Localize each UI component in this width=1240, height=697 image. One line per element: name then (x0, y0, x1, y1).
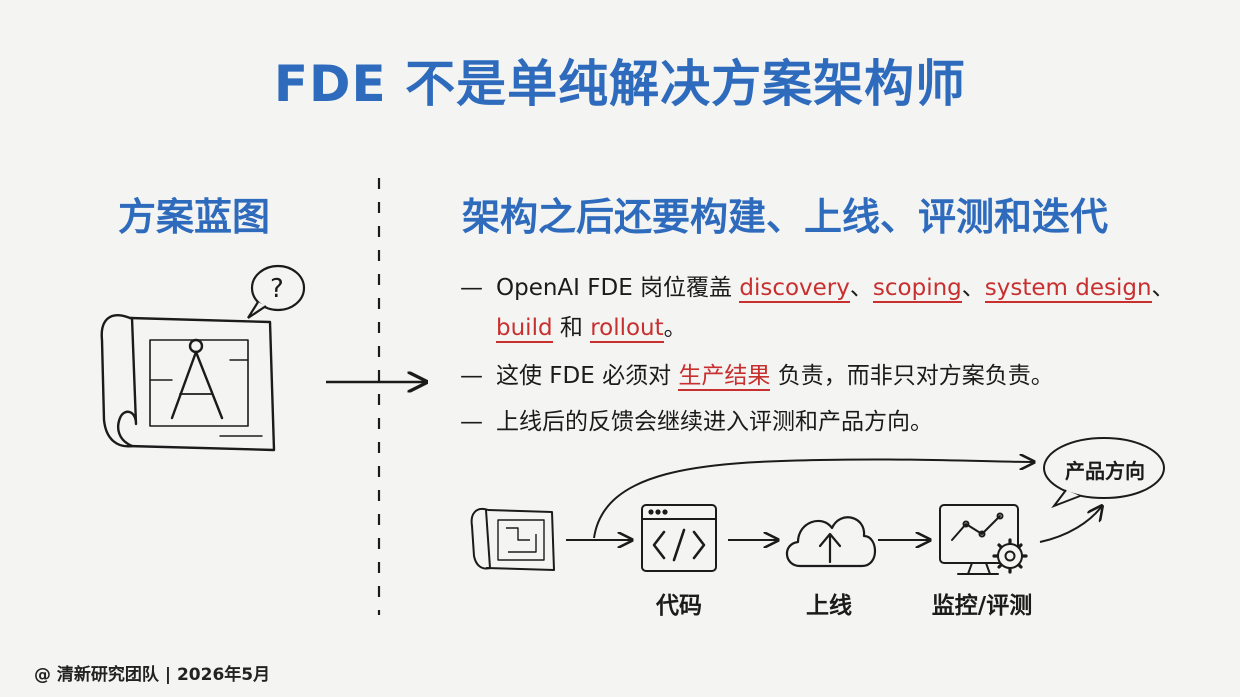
bullet-text: OpenAI FDE 岗位覆盖 (496, 275, 740, 301)
cloud-upload-icon (785, 516, 877, 568)
left-heading-blueprint: 方案蓝图 (118, 195, 271, 239)
bullet-dash: — (460, 275, 483, 301)
blueprint-icon (100, 314, 276, 452)
bullet-item: — OpenAI FDE 岗位覆盖 discovery、scoping、syst… (460, 268, 1180, 348)
blueprint-mini-icon (470, 508, 555, 571)
monitor-chart-icon (939, 504, 1019, 575)
question-mark: ? (270, 274, 284, 304)
feedback-curve-arrow (593, 459, 1034, 539)
separator: 、 (1151, 275, 1175, 301)
footer-credit: @ 清新研究团队 | 2026年5月 (34, 665, 271, 685)
arrow-to-bubble (1039, 506, 1102, 543)
highlight-production-results: 生产结果 (678, 363, 771, 391)
separator: 、 (849, 275, 873, 301)
highlight-scoping: scoping (872, 275, 962, 303)
connector-text: 和 (552, 315, 591, 341)
step-label-launch: 上线 (806, 593, 852, 619)
bullet-text: 这使 FDE 必须对 (496, 363, 679, 389)
bullet-item: — 这使 FDE 必须对 生产结果 负责，而非只对方案负责。 (460, 356, 1180, 396)
step-label-monitor: 监控/评测 (931, 593, 1033, 619)
bullet-list: — OpenAI FDE 岗位覆盖 discovery、scoping、syst… (460, 268, 1180, 442)
product-direction-label: 产品方向 (1065, 459, 1145, 483)
question-bubble-icon (247, 264, 306, 319)
separator: 、 (961, 275, 985, 301)
gear-icon (992, 538, 1028, 574)
highlight-discovery: discovery (739, 275, 850, 303)
highlight-rollout: rollout (590, 315, 664, 343)
code-window-icon (641, 504, 717, 572)
period: 。 (663, 315, 687, 341)
bullet-item: — 上线后的反馈会继续进入评测和产品方向。 (460, 402, 1180, 442)
page-title: FDE 不是单纯解决方案架构师 (273, 55, 967, 113)
product-direction-bubble (1043, 437, 1165, 509)
step-label-code: 代码 (656, 593, 702, 619)
highlight-build: build (496, 315, 553, 343)
bullet-text: 上线后的反馈会继续进入评测和产品方向。 (496, 409, 933, 435)
bullet-text: 负责，而非只对方案负责。 (770, 363, 1054, 389)
right-heading: 架构之后还要构建、上线、评测和迭代 (462, 195, 1109, 239)
bullet-dash: — (460, 409, 483, 435)
bullet-dash: — (460, 363, 483, 389)
highlight-system-design: system design (984, 275, 1152, 303)
